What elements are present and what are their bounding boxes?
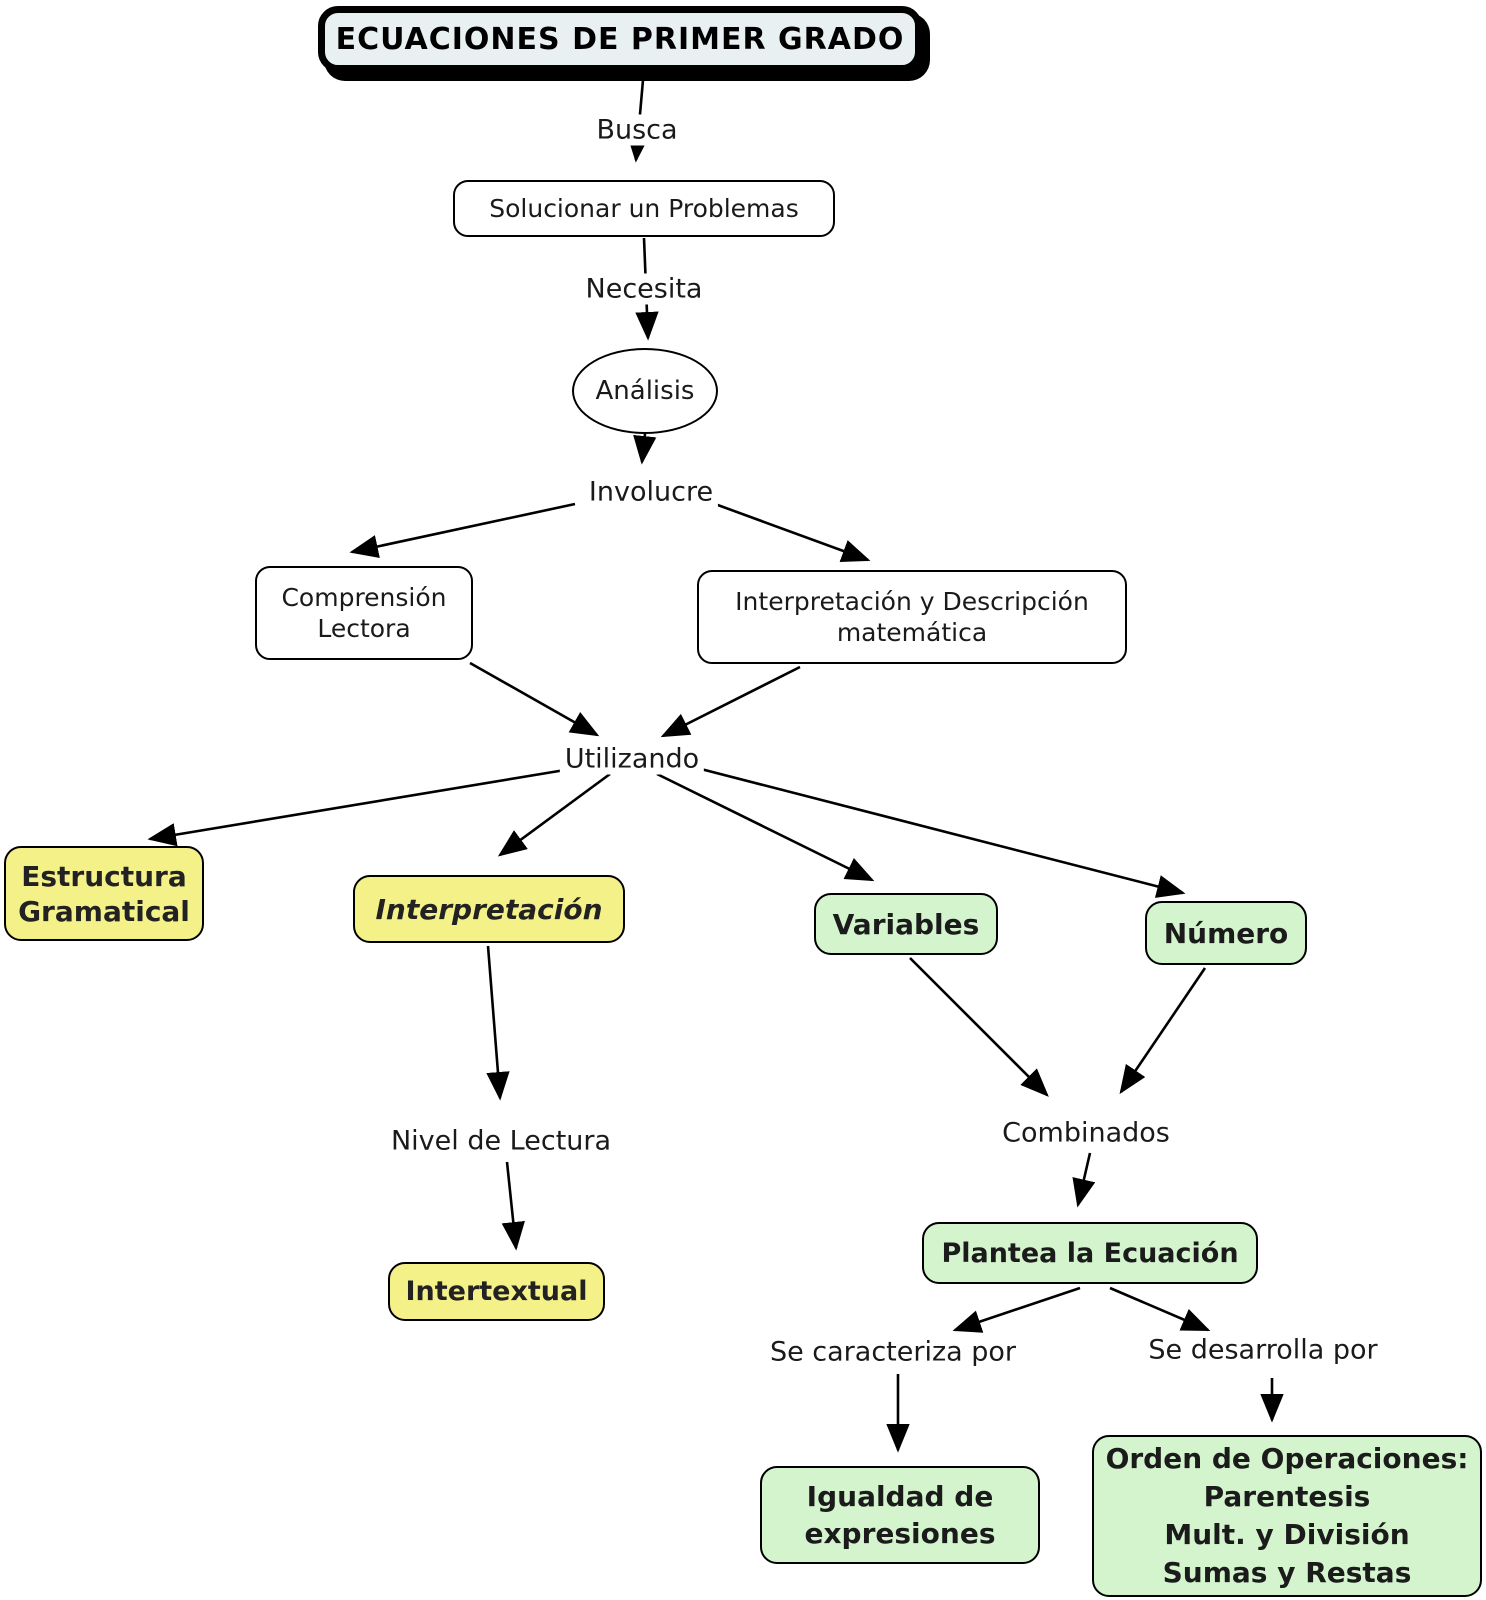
node-label: Análisis (595, 375, 695, 406)
edge-nivel-to-intertextual (501, 1161, 525, 1251)
linking-phrase-busca[interactable]: Busca (591, 114, 683, 146)
node-variables[interactable]: Variables (814, 893, 998, 955)
node-label-line: Sumas y Restas (1162, 1556, 1412, 1589)
node-comprension-lectora[interactable]: Comprensión Lectora (255, 566, 473, 660)
node-interpretacion[interactable]: Interpretación (353, 875, 625, 943)
edge-numero-to-combinados (1119, 967, 1207, 1095)
edge-involucre-to-comprension (349, 502, 576, 558)
node-label-line: Orden de Operaciones: (1105, 1442, 1469, 1475)
node-estructura-gramatical[interactable]: Estructura Gramatical (4, 846, 204, 941)
linking-phrase-se-desarrolla-por[interactable]: Se desarrolla por (1143, 1334, 1383, 1366)
node-intertextual[interactable]: Intertextual (388, 1262, 605, 1321)
node-label-line: Comprensión (281, 583, 447, 612)
linking-phrase-utilizando[interactable]: Utilizando (559, 743, 705, 775)
node-label: Variables (832, 907, 980, 941)
edge-involucre-to-interpretacion-descripcion (714, 502, 871, 563)
node-label-line: Igualdad de (806, 1480, 994, 1513)
linking-phrase-nivel-de-lectura[interactable]: Nivel de Lectura (385, 1125, 617, 1157)
node-label: ECUACIONES DE PRIMER GRADO (335, 21, 905, 57)
node-label: Intertextual (405, 1276, 588, 1307)
node-label: Solucionar un Problemas (489, 194, 799, 223)
linking-phrase-se-caracteriza-por[interactable]: Se caracteriza por (764, 1336, 1022, 1368)
node-label: Plantea la Ecuación (941, 1237, 1239, 1269)
edge-comprension-to-utilizando (469, 661, 600, 737)
linking-phrase-involucre[interactable]: Involucre (583, 476, 719, 508)
node-analisis-ellipse[interactable]: Análisis (572, 348, 718, 434)
edge-utilizando-to-variables (656, 772, 875, 882)
node-label: Número (1163, 916, 1289, 950)
linking-phrase-necesita[interactable]: Necesita (580, 273, 708, 305)
node-label-line: Parentesis (1203, 1480, 1371, 1513)
node-label-line: Mult. y División (1164, 1518, 1410, 1551)
edge-plantea-to-sedesarrolla (1109, 1286, 1211, 1332)
edge-plantea-to-secaracteriza (952, 1286, 1081, 1333)
node-label-line: Gramatical (18, 894, 190, 928)
edge-interpretacion-to-nivel (486, 945, 510, 1101)
edge-combinados-to-plantea (1072, 1152, 1096, 1208)
edge-variables-to-combinados (909, 957, 1049, 1097)
node-label-line: Interpretación y Descripción (735, 587, 1089, 616)
node-solucionar-un-problemas[interactable]: Solucionar un Problemas (453, 180, 835, 237)
node-label-line: matemática (836, 618, 988, 647)
node-numero[interactable]: Número (1145, 901, 1307, 965)
linking-phrase-combinados[interactable]: Combinados (997, 1117, 1175, 1149)
edge-utilizando-to-interpretacion (497, 772, 611, 857)
edge-utilizando-to-numero (696, 766, 1186, 898)
node-label-line: Lectora (317, 614, 411, 643)
node-label: Interpretación (375, 892, 603, 926)
node-ecuaciones-de-primer-grado[interactable]: ECUACIONES DE PRIMER GRADO (318, 6, 922, 72)
node-igualdad-de-expresiones[interactable]: Igualdad de expresiones (760, 1466, 1040, 1564)
node-plantea-la-ecuacion[interactable]: Plantea la Ecuación (922, 1222, 1258, 1284)
node-label-line: Estructura (21, 859, 187, 893)
node-label-line: expresiones (804, 1517, 996, 1550)
edge-utilizando-to-estructura (147, 768, 566, 847)
edge-analisis-to-involucre (633, 433, 657, 465)
node-interpretacion-y-descripcion-matematica[interactable]: Interpretación y Descripción matemática (697, 570, 1127, 664)
edge-interpretacion-descripcion-to-utilizando (660, 665, 801, 738)
node-orden-de-operaciones[interactable]: Orden de Operaciones: Parentesis Mult. y… (1092, 1435, 1482, 1597)
